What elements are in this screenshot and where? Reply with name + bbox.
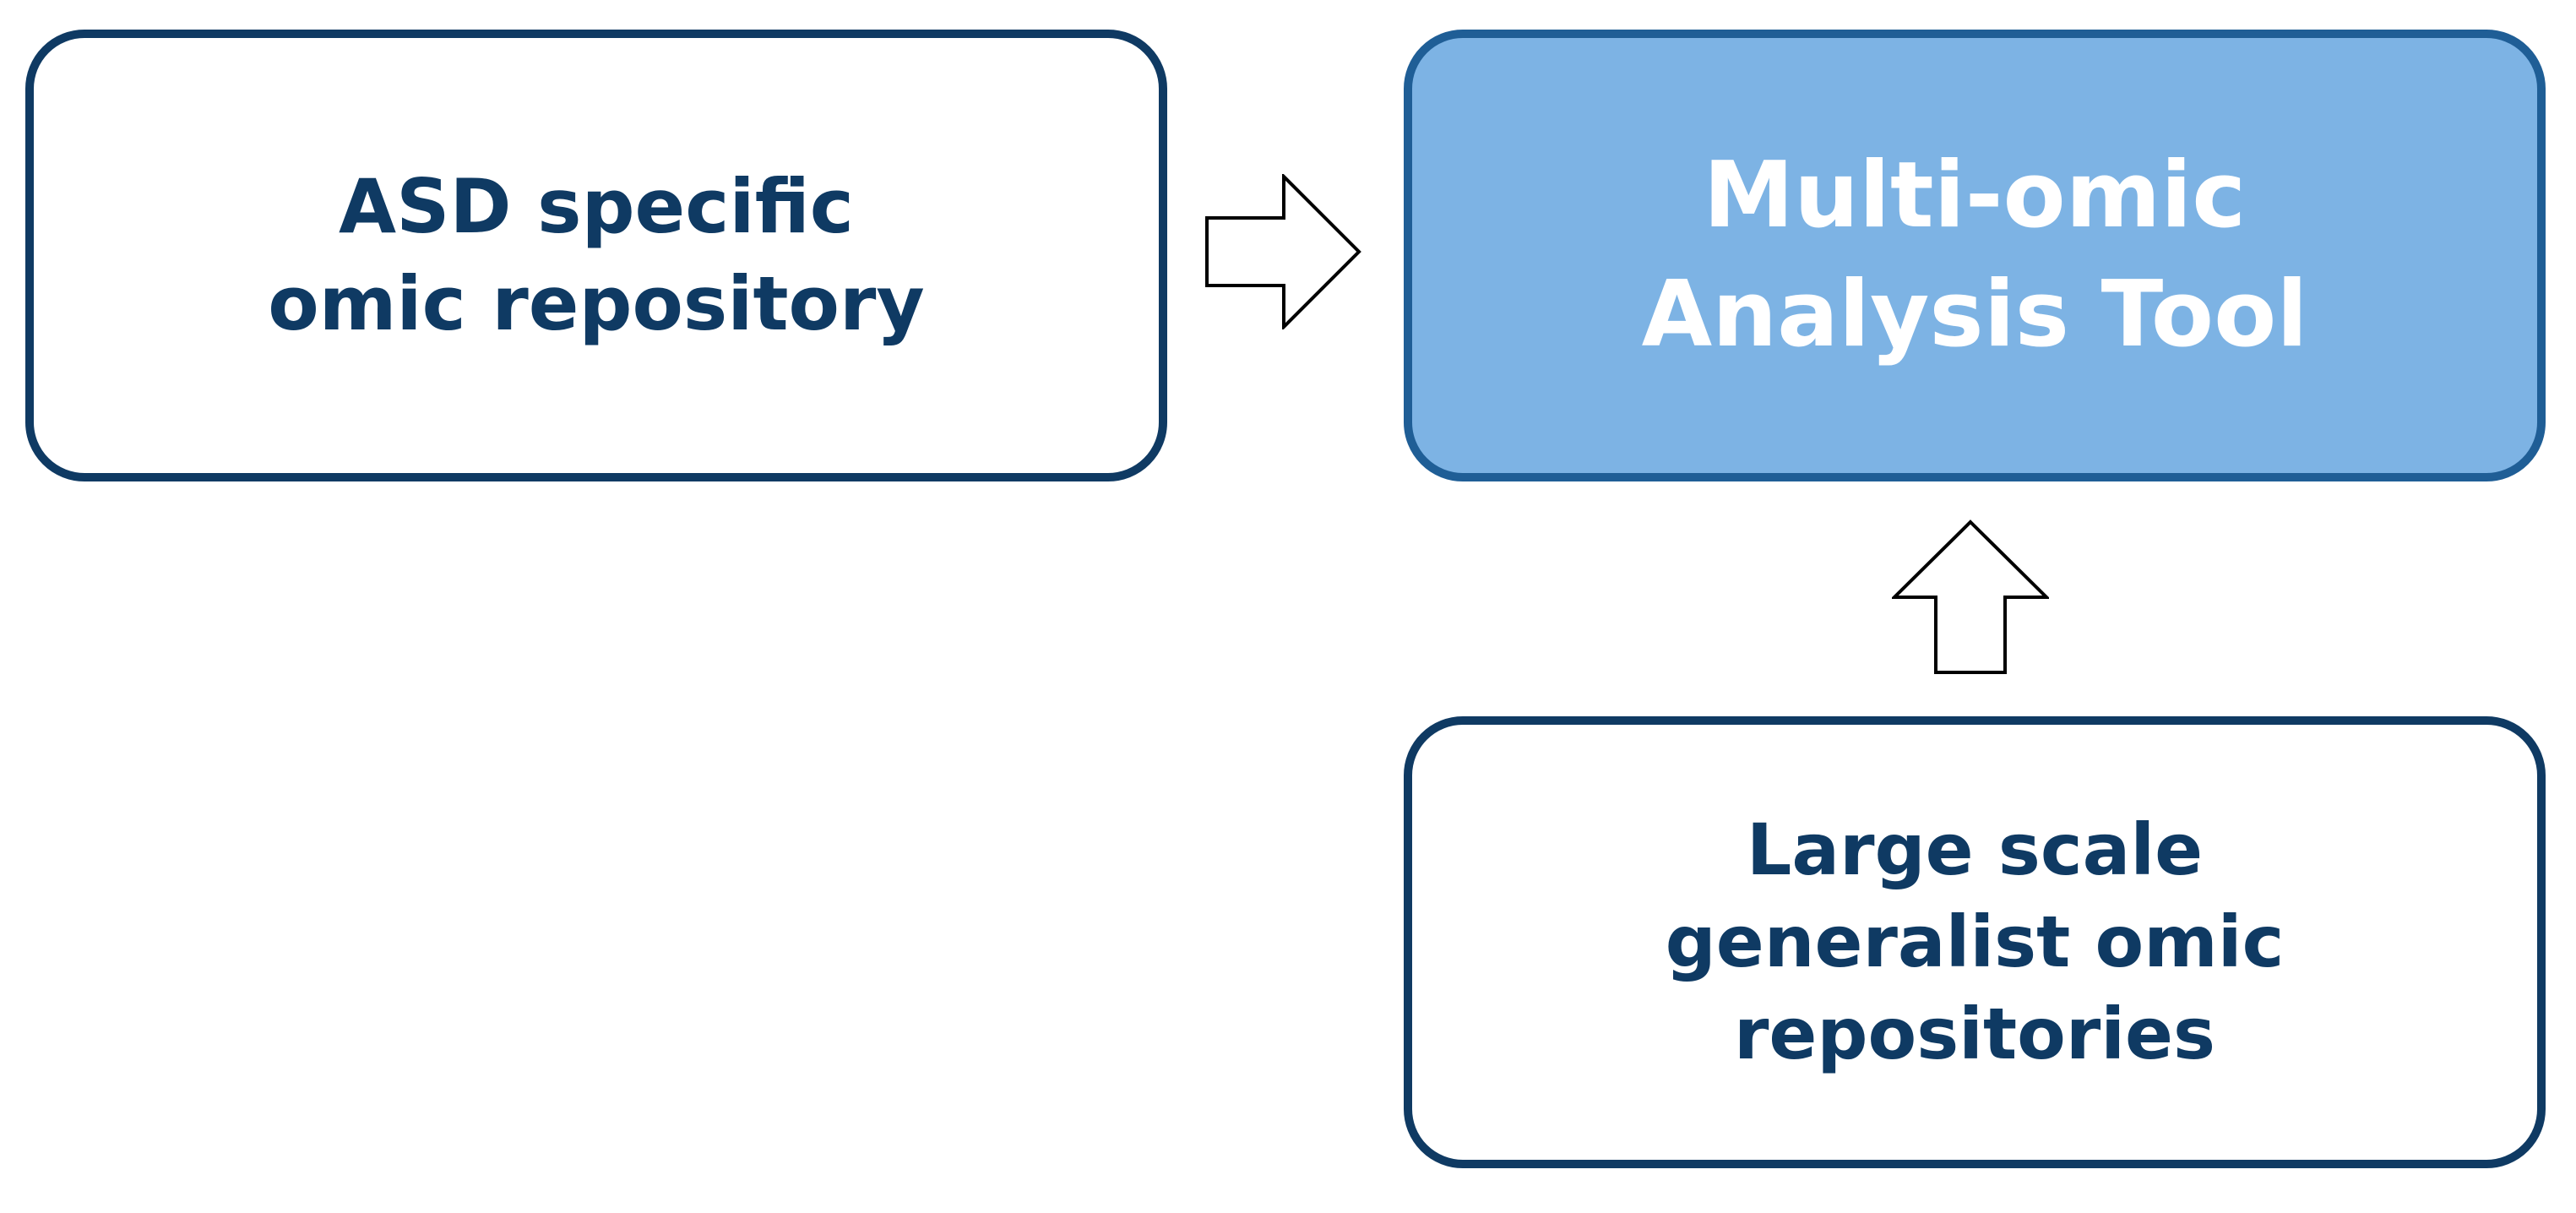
multi-omic-analysis-tool-box: Multi-omic Analysis Tool (1404, 30, 2546, 481)
generalist-repositories-box: Large scale generalist omic repositories (1404, 716, 2546, 1168)
multi-omic-analysis-tool-line-2: Analysis Tool (1641, 261, 2308, 367)
generalist-repositories-line-2: generalist omic (1665, 900, 2285, 983)
arrow-right-icon (1205, 174, 1361, 329)
asd-repository-label: ASD specific omic repository (268, 159, 924, 352)
generalist-repositories-line-3: repositories (1733, 993, 2216, 1076)
generalist-repositories-line-1: Large scale (1746, 808, 2204, 891)
asd-repository-line-2: omic repository (268, 259, 925, 347)
arrow-up-icon (1892, 519, 2049, 674)
asd-repository-box: ASD specific omic repository (25, 30, 1167, 481)
asd-repository-line-1: ASD specific (339, 163, 854, 251)
generalist-repositories-label: Large scale generalist omic repositories (1666, 804, 2285, 1081)
multi-omic-analysis-tool-label: Multi-omic Analysis Tool (1642, 137, 2308, 374)
multi-omic-analysis-tool-line-1: Multi-omic (1703, 143, 2247, 249)
